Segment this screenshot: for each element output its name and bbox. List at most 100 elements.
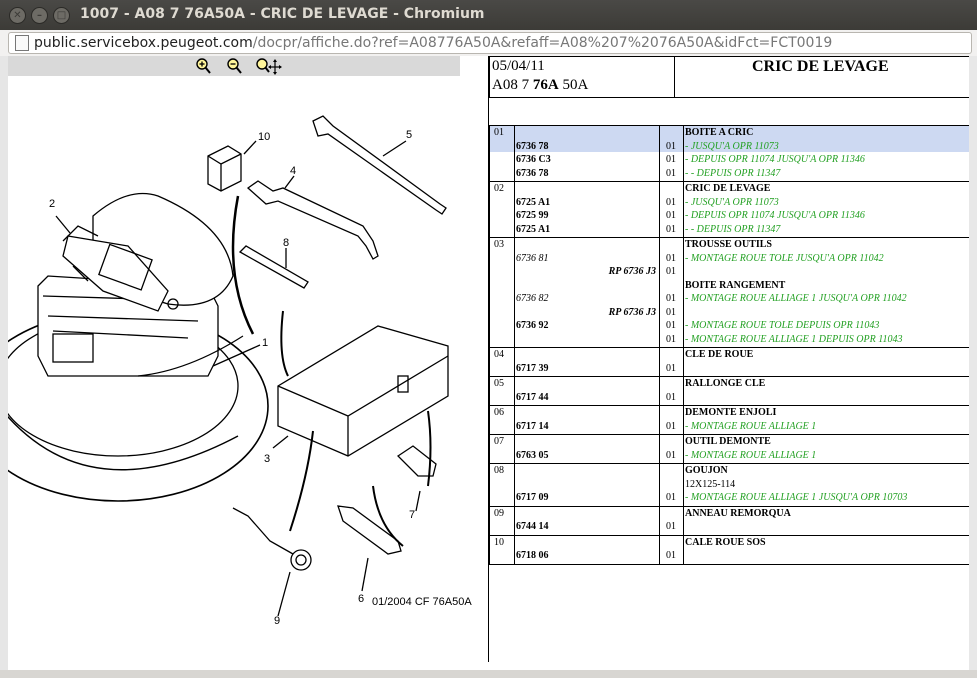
zoom-in-icon[interactable] [194,57,212,75]
part-quantity: 01 [666,550,676,561]
group-number: 07 [494,436,504,447]
part-reference[interactable]: 6725 A1 [516,223,551,235]
part-description: - MONTAGE ROUE TOLE JUSQU'A OPR 11042 [685,252,884,264]
part-reference[interactable]: 6736 C3 [516,154,551,165]
part-reference[interactable]: 6718 06 [516,550,549,561]
column-rule [659,406,660,434]
group-spacer [490,462,972,463]
column-rule [514,348,515,376]
header-divider [674,57,675,97]
document-title: CRIC DE LEVAGE [752,58,889,75]
column-rule [683,348,684,376]
part-reference[interactable]: 6725 99 [516,210,549,221]
part-reference[interactable]: RP 6736 J3 [608,266,656,277]
part-reference[interactable]: RP 6736 J3 [608,306,656,318]
part-description: - MONTAGE ROUE TOLE DEPUIS OPR 11043 [685,320,880,331]
part-reference[interactable]: 6717 44 [516,391,549,403]
part-quantity: 01 [666,196,676,208]
group-number: 08 [494,465,504,476]
minimize-window-icon[interactable]: – [31,7,48,24]
maximize-window-icon[interactable]: □ [53,7,70,24]
column-rule [683,464,684,506]
part-reference[interactable]: 6717 39 [516,362,549,374]
column-rule [659,535,660,564]
group-number: 01 [494,127,504,138]
group-number: 05 [494,378,504,389]
zoom-out-icon[interactable] [225,57,243,75]
column-rule [683,506,684,535]
callout-4: 4 [290,165,296,177]
callout-5: 5 [406,129,412,141]
callout-3: 3 [264,453,270,465]
part-reference[interactable]: 6736 92 [516,320,549,331]
column-rule [683,377,684,405]
part-reference[interactable]: 6736 78 [516,140,549,152]
part-reference[interactable]: 6717 14 [516,420,549,432]
column-rule [514,464,515,506]
document-reference: A08 7 76A 50A [492,77,588,94]
jack-kit-drawing: 10 5 4 8 2 1 3 7 6 9 [0,115,449,627]
part-description: OUTIL DEMONTE [685,436,771,447]
callout-1: 1 [262,337,268,349]
zoom-move-icon[interactable] [254,57,282,75]
group-number: 10 [494,536,504,548]
part-reference[interactable]: 6717 09 [516,492,549,503]
part-quantity: 01 [666,492,676,503]
part-description: - MONTAGE ROUE ALLIAGE 1 [685,449,817,461]
part-quantity: 01 [666,521,676,532]
part-description: - DEPUIS OPR 11074 JUSQU'A OPR 11346 [685,154,865,165]
part-reference[interactable]: 6736 82 [516,293,549,304]
part-row: BOITE RANGEMENT [490,279,972,293]
title-bar: ✕ – □ 1007 - A08 7 76A50A - CRIC DE LEVA… [0,0,977,30]
part-reference[interactable]: 6763 05 [516,449,549,461]
column-rule [514,238,515,347]
part-row: 6744 14 01 [490,520,972,534]
close-window-icon[interactable]: ✕ [9,7,26,24]
column-rule [683,126,684,181]
part-reference[interactable]: 6736 81 [516,252,549,264]
callout-6: 6 [358,593,364,605]
part-description: - MONTAGE ROUE ALLIAGE 1 DEPUIS OPR 1104… [685,333,903,345]
document-date: 05/04/11 [492,58,545,74]
right-edge [969,56,977,670]
column-rule [514,377,515,405]
column-rule [514,182,515,237]
group-spacer [490,534,972,535]
group-number: 09 [494,507,504,519]
column-rule [659,126,660,181]
part-description: BOITE RANGEMENT [685,279,786,291]
callout-10: 10 [258,131,270,143]
part-reference[interactable]: 6744 14 [516,521,549,532]
part-quantity: 01 [666,167,676,179]
column-rule [514,406,515,434]
address-bar[interactable]: public.servicebox.peugeot.com/docpr/affi… [8,32,972,54]
part-quantity: 01 [666,140,676,152]
ref-prefix: A08 7 [492,77,533,93]
part-reference[interactable]: 6736 78 [516,167,549,179]
group-number: 02 [494,183,504,194]
part-description: - MONTAGE ROUE ALLIAGE 1 JUSQU'A OPR 110… [685,293,907,304]
part-reference[interactable]: 6725 A1 [516,196,551,208]
